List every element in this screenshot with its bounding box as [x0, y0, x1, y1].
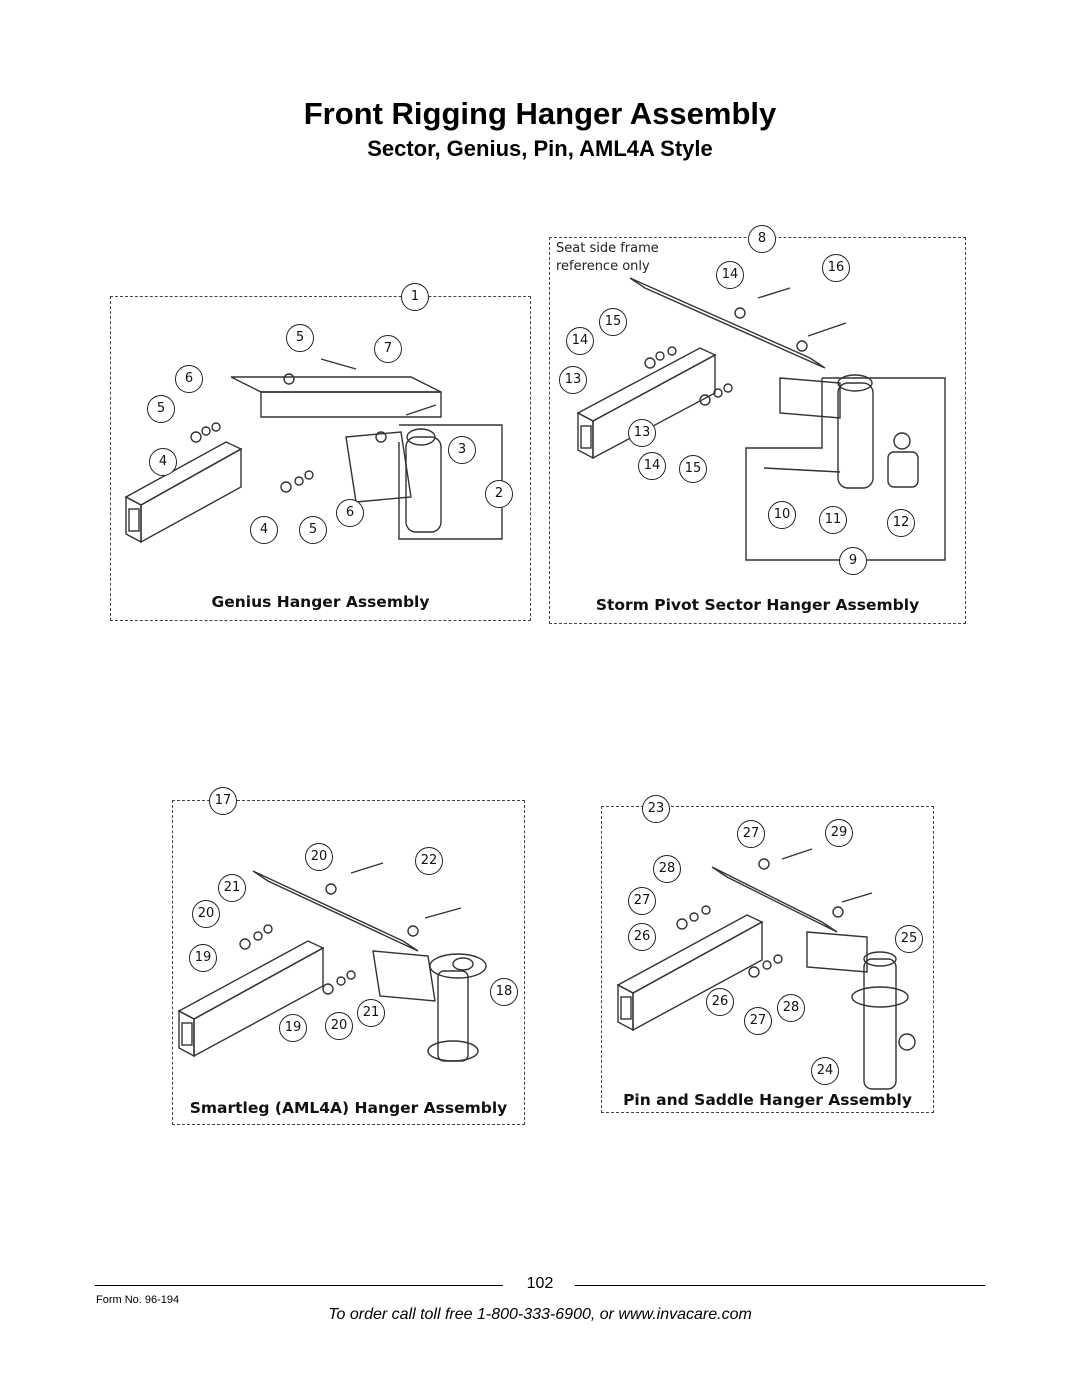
callout-14-left: 14 — [566, 327, 594, 355]
form-number: Form No. 96-194 — [96, 1294, 180, 1306]
callout-19-left: 19 — [189, 944, 217, 972]
callout-20-bottom: 20 — [325, 1012, 353, 1040]
callout-10: 10 — [768, 501, 796, 529]
callout-27-top: 27 — [737, 820, 765, 848]
smartleg-hanger-diagram: 17 18 19 19 20 20 20 21 21 22 Smartleg (… — [172, 787, 525, 1125]
storm-caption: Storm Pivot Sector Hanger Assembly — [595, 596, 920, 614]
callout-15-bottom: 15 — [679, 455, 707, 483]
callout-22: 22 — [415, 847, 443, 875]
callout-27-left: 27 — [628, 887, 656, 915]
callout-17: 17 — [209, 787, 237, 815]
genius-hanger-illustration — [124, 358, 503, 544]
pin-saddle-hanger-diagram: 23 24 25 26 26 27 27 27 28 28 29 Pin and… — [601, 795, 934, 1113]
callout-14-bottom: 14 — [638, 452, 666, 480]
callout-29: 29 — [825, 819, 853, 847]
callout-23: 23 — [642, 795, 670, 823]
genius-caption: Genius Hanger Assembly — [211, 593, 430, 611]
callout-21-left: 21 — [218, 874, 246, 902]
callout-5-left: 5 — [147, 395, 175, 423]
callout-8: 8 — [748, 225, 776, 253]
pin-saddle-illustration — [616, 848, 916, 1090]
callout-3: 3 — [448, 436, 476, 464]
callout-9: 9 — [839, 547, 867, 575]
callout-6-top: 6 — [175, 365, 203, 393]
callout-13-left: 13 — [559, 366, 587, 394]
pin-saddle-caption: Pin and Saddle Hanger Assembly — [623, 1091, 912, 1109]
callout-27-bottom: 27 — [744, 1007, 772, 1035]
seat-frame-note-line2: reference only — [556, 259, 650, 274]
seat-frame-note-line1: Seat side frame — [556, 241, 659, 256]
callout-13-bottom: 13 — [628, 419, 656, 447]
callout-16: 16 — [822, 254, 850, 282]
callout-26-left: 26 — [628, 923, 656, 951]
callout-11: 11 — [819, 506, 847, 534]
page-title: Front Rigging Hanger Assembly — [303, 96, 777, 131]
callout-15-top: 15 — [599, 308, 627, 336]
callout-7: 7 — [374, 335, 402, 363]
genius-hanger-diagram: 1 2 3 4 4 5 5 5 6 6 7 Genius Hanger Asse… — [110, 283, 531, 621]
callout-2: 2 — [485, 480, 513, 508]
callout-20-top: 20 — [305, 843, 333, 871]
smartleg-caption: Smartleg (AML4A) Hanger Assembly — [189, 1099, 508, 1117]
callout-6-bottom: 6 — [336, 499, 364, 527]
callout-18: 18 — [490, 978, 518, 1006]
footer-rule-left — [95, 1285, 503, 1286]
order-info: To order call toll free 1-800-333-6900, … — [328, 1306, 752, 1323]
callout-20-left: 20 — [192, 900, 220, 928]
callout-12: 12 — [887, 509, 915, 537]
callout-4-top: 4 — [149, 448, 177, 476]
storm-sector-illustration — [576, 277, 946, 561]
callout-14-top: 14 — [716, 261, 744, 289]
page-subtitle: Sector, Genius, Pin, AML4A Style — [367, 136, 713, 161]
page-number: 102 — [526, 1275, 554, 1292]
footer-rule-right — [575, 1285, 985, 1286]
callout-21-bottom: 21 — [357, 999, 385, 1027]
callout-1: 1 — [401, 283, 429, 311]
smartleg-illustration — [177, 862, 487, 1062]
callout-28-left: 28 — [653, 855, 681, 883]
callout-5-bottom: 5 — [299, 516, 327, 544]
callout-28-bottom: 28 — [777, 994, 805, 1022]
callout-24: 24 — [811, 1057, 839, 1085]
storm-sector-hanger-diagram: Seat side frame reference only 8 9 10 11… — [549, 225, 966, 624]
callout-5-top: 5 — [286, 324, 314, 352]
callout-19-bottom: 19 — [279, 1014, 307, 1042]
callout-26-bottom: 26 — [706, 988, 734, 1016]
callout-25: 25 — [895, 925, 923, 953]
callout-4-bottom: 4 — [250, 516, 278, 544]
seat-frame-note: Seat side frame reference only — [556, 240, 659, 276]
